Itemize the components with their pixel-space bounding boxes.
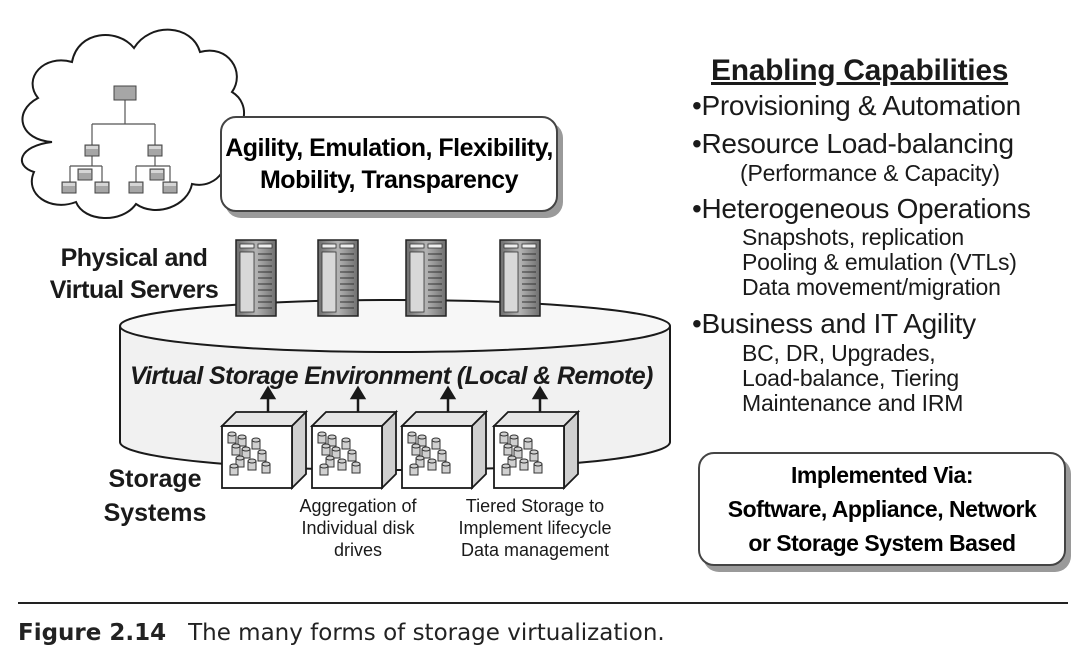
- implemented-line1: Implemented Via:: [790, 462, 974, 488]
- aggregation-note: Aggregation of Individual disk drives: [278, 495, 438, 561]
- storage-cubes: [219, 409, 581, 491]
- capability-subitem: Snapshots, replication: [742, 224, 964, 250]
- capability-item: •Heterogeneous Operations: [692, 193, 1031, 225]
- tiered-line1: Tiered Storage to: [465, 496, 605, 516]
- upward-arrows: [259, 385, 549, 412]
- figure-label: Figure 2.14: [18, 620, 167, 646]
- tiered-line2: Implement lifecycle: [458, 518, 612, 538]
- storage-label-line1: Storage: [108, 465, 202, 493]
- tiered-line3: Data management: [460, 540, 610, 560]
- bullet: •: [692, 193, 702, 224]
- capability-item: •Provisioning & Automation: [692, 90, 1021, 122]
- bullet: •: [692, 128, 702, 159]
- caption-gap: [166, 620, 188, 646]
- aggregation-line2: Individual disk: [301, 518, 415, 538]
- capability-item: •Business and IT Agility: [692, 308, 976, 340]
- implemented-line2: Software, Appliance, Network: [727, 496, 1037, 522]
- capability-subitem: BC, DR, Upgrades,: [742, 340, 936, 366]
- capability-subitem: Maintenance and IRM: [742, 390, 964, 416]
- environment-label: Virtual Storage Environment (Local & Rem…: [130, 362, 653, 390]
- bullet: •: [692, 90, 702, 121]
- hierarchy-icon: [69, 97, 171, 183]
- storage-label-line2: Systems: [103, 499, 207, 527]
- capability-item: •Resource Load-balancing: [692, 128, 1014, 160]
- implemented-line3: or Storage System Based: [748, 530, 1016, 556]
- aggregation-line3: drives: [333, 540, 382, 560]
- servers-label-line1: Physical and: [60, 244, 208, 272]
- capability-title: Provisioning & Automation: [701, 90, 1022, 121]
- capability-subitem: Load-balance, Tiering: [742, 365, 960, 391]
- capability-title: Heterogeneous Operations: [701, 193, 1031, 224]
- agility-box: Agility, Emulation, Flexibility, Mobilit…: [220, 116, 558, 212]
- servers-label: Physical and Virtual Servers: [44, 242, 224, 306]
- aggregation-line1: Aggregation of: [299, 496, 417, 516]
- agility-box-line2: Mobility, Transparency: [259, 166, 519, 194]
- storage-systems-label: Storage Systems: [100, 462, 210, 530]
- capability-title: Resource Load-balancing: [701, 128, 1015, 159]
- hierarchy-nodes: [61, 85, 178, 194]
- tiered-storage-note: Tiered Storage to Implement lifecycle Da…: [440, 495, 630, 561]
- capability-subitem: (Performance & Capacity): [740, 160, 1000, 186]
- capability-subitem: Pooling & emulation (VTLs): [742, 249, 1017, 275]
- capability-subitem: Data movement/migration: [742, 274, 1001, 300]
- agility-box-line1: Agility, Emulation, Flexibility,: [225, 134, 553, 162]
- capability-title: Business and IT Agility: [701, 308, 977, 339]
- caption-text: The many forms of storage virtualization…: [188, 620, 665, 646]
- implemented-via-box: Implemented Via: Software, Appliance, Ne…: [698, 452, 1066, 566]
- capabilities-heading: Enabling Capabilities: [711, 54, 1009, 87]
- bullet: •: [692, 308, 702, 339]
- figure-caption: Figure 2.14 The many forms of storage vi…: [18, 620, 665, 646]
- servers-label-line2: Virtual Servers: [49, 276, 219, 304]
